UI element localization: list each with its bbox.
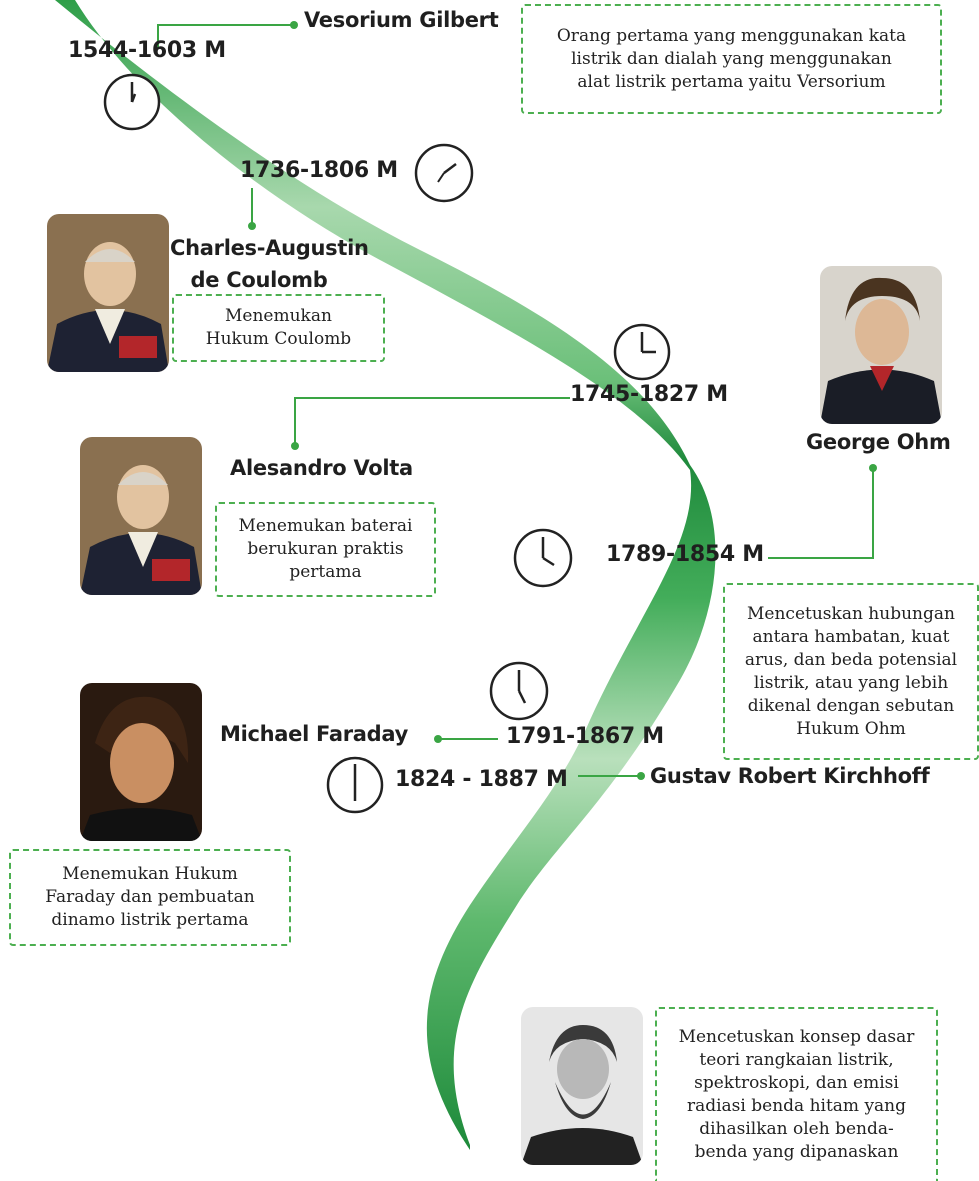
portrait-ohm [820,266,942,424]
clock-icon [326,756,384,814]
connector-line [872,468,874,558]
connector-line [294,397,570,399]
portrait-volta [80,437,202,595]
connector-line [440,738,498,740]
year-range-kirchhoff: 1824 - 1887 M [395,767,568,792]
clock-icon [489,661,549,721]
scientist-name-ohm: George Ohm [806,430,951,454]
clock-icon [613,323,671,381]
connector-dot [291,442,299,450]
connector-dot [434,735,442,743]
year-range-ohm: 1789-1854 M [606,542,764,567]
connector-dot [637,772,645,780]
scientist-name-gilbert: Vesorium Gilbert [304,8,499,32]
connector-line [251,188,253,224]
scientist-name-coulomb: Charles-Augustin de Coulomb [170,236,369,292]
clock-icon [414,143,474,203]
connector-line [157,24,293,26]
scientist-name-faraday: Michael Faraday [220,722,408,746]
connector-line [294,397,296,445]
connector-dot [290,21,298,29]
clock-icon [103,73,161,131]
portrait-faraday [80,683,202,841]
portrait-kirchhoff [521,1007,643,1165]
scientist-name-kirchhoff: Gustav Robert Kirchhoff [650,764,930,788]
connector-line [578,775,640,777]
connector-line [768,557,874,559]
portrait-coulomb [47,214,169,372]
connector-line [157,24,159,48]
year-range-gilbert: 1544-1603 M [68,38,226,63]
year-range-volta: 1745-1827 M [570,382,728,407]
year-range-faraday: 1791-1867 M [506,724,664,749]
connector-dot [248,222,256,230]
clock-icon [513,528,573,588]
year-range-coulomb: 1736-1806 M [240,158,398,183]
scientist-name-volta: Alesandro Volta [230,456,413,480]
